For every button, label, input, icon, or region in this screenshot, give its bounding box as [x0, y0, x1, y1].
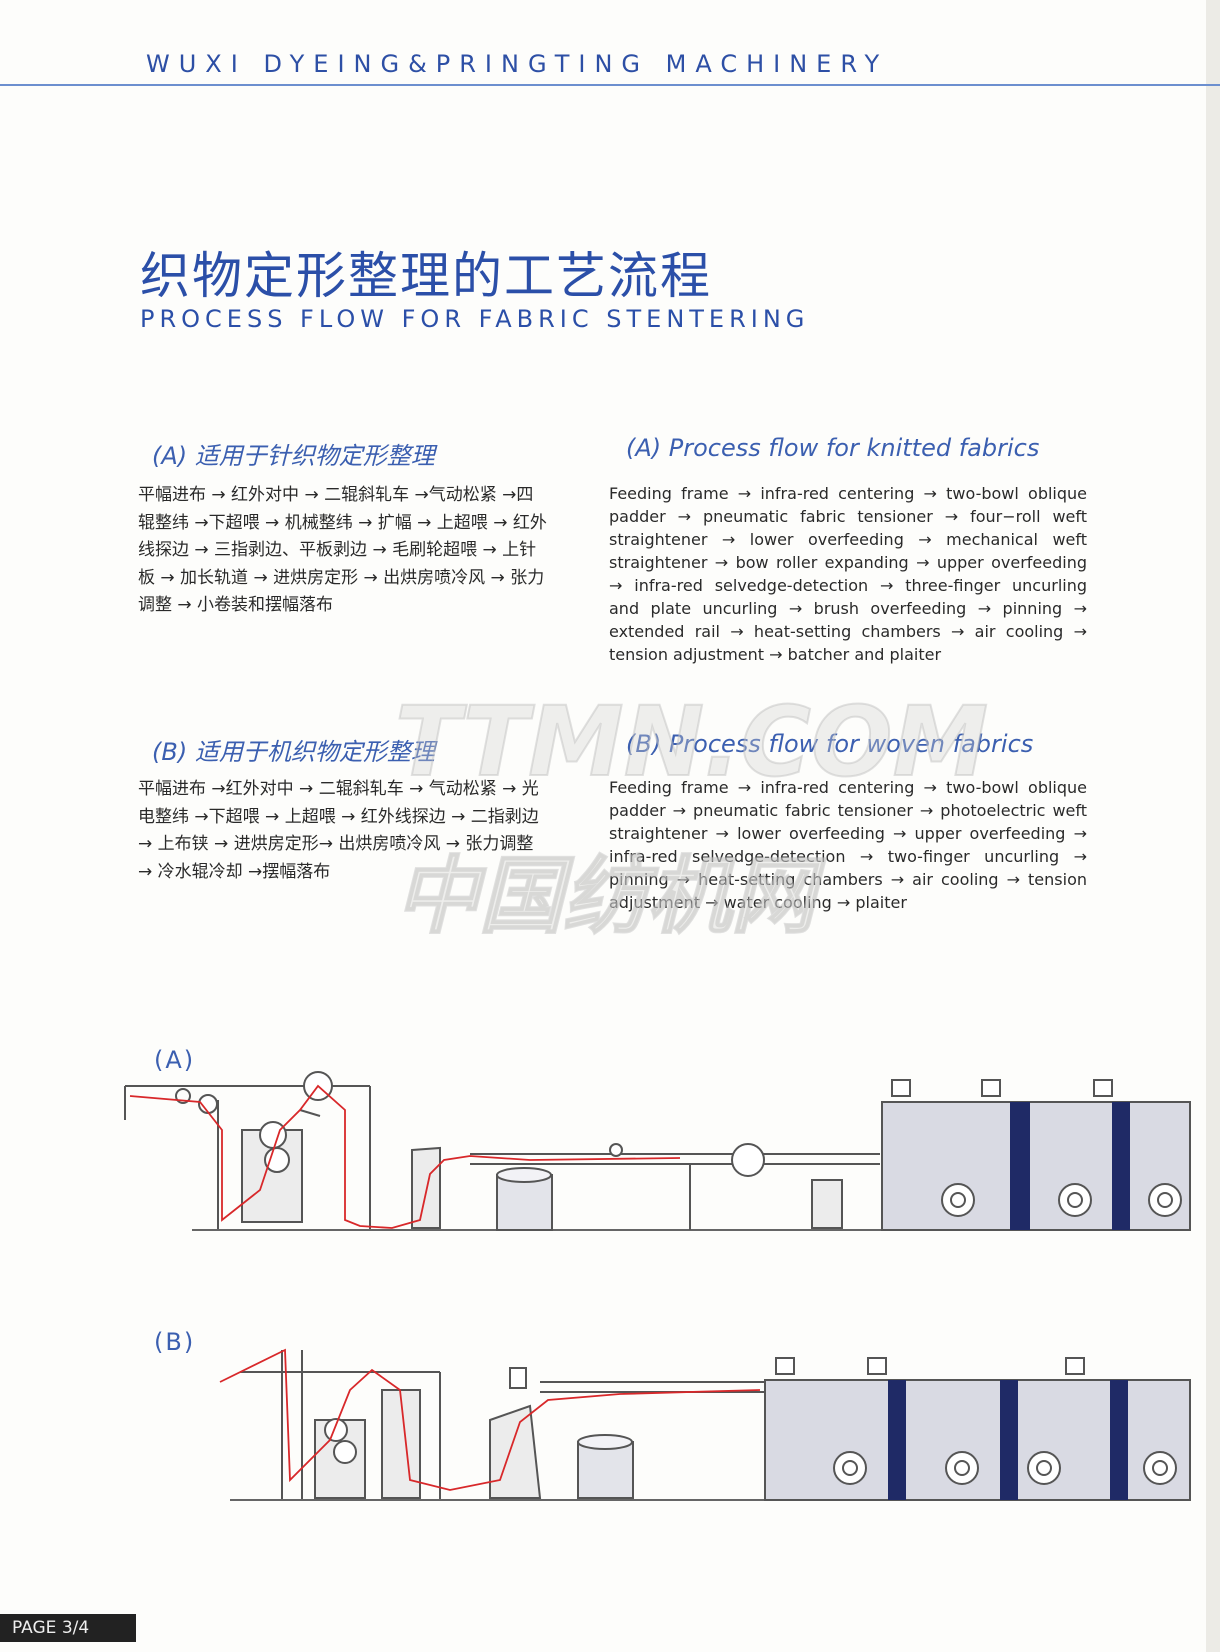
page-number: PAGE 3/4 [12, 1618, 90, 1638]
section-b-heading-cn: (B) 适用于机织物定形整理 [152, 738, 435, 766]
watermark-domain: TTMN.COM [395, 686, 988, 798]
section-a-body-cn: 平幅进布 → 红外对中 → 二辊斜轧车 →气动松紧 →四辊整纬 →下超喂 → 机… [138, 485, 547, 615]
brand-header: WUXI DYEING&PRINGTING MACHINERY [146, 50, 889, 78]
watermark-cn: 中国纺机网 [395, 847, 826, 945]
diagram-b-label: (B) [154, 1328, 196, 1356]
page-title-cn: 织物定形整理的工艺流程 [140, 247, 712, 305]
page-number-tag: PAGE 3/4 [0, 1614, 136, 1642]
section-b-body-en: Feeding frame → infra-red centering → tw… [609, 778, 1087, 912]
diagram-a-label: (A) [154, 1046, 196, 1074]
header-rule [0, 84, 1220, 86]
section-a-heading-cn: (A) 适用于针织物定形整理 [152, 442, 435, 470]
diagram-a-stenter-line [124, 1071, 1191, 1231]
section-b-heading-en: (B) Process flow for woven fabrics [626, 730, 1034, 758]
diagram-b-stenter-line [219, 1348, 1191, 1501]
section-a-heading-en: (A) Process flow for knitted fabrics [626, 434, 1040, 462]
section-b-body-cn: 平幅进布 →红外对中 → 二辊斜轧车 → 气动松紧 → 光电整纬 →下超喂 → … [138, 779, 539, 882]
section-a-body-en: Feeding frame → infra-red centering → tw… [609, 484, 1087, 664]
page-title-en: PROCESS FLOW FOR FABRIC STENTERING [140, 305, 810, 333]
page-edge-shadow [1206, 0, 1220, 1652]
